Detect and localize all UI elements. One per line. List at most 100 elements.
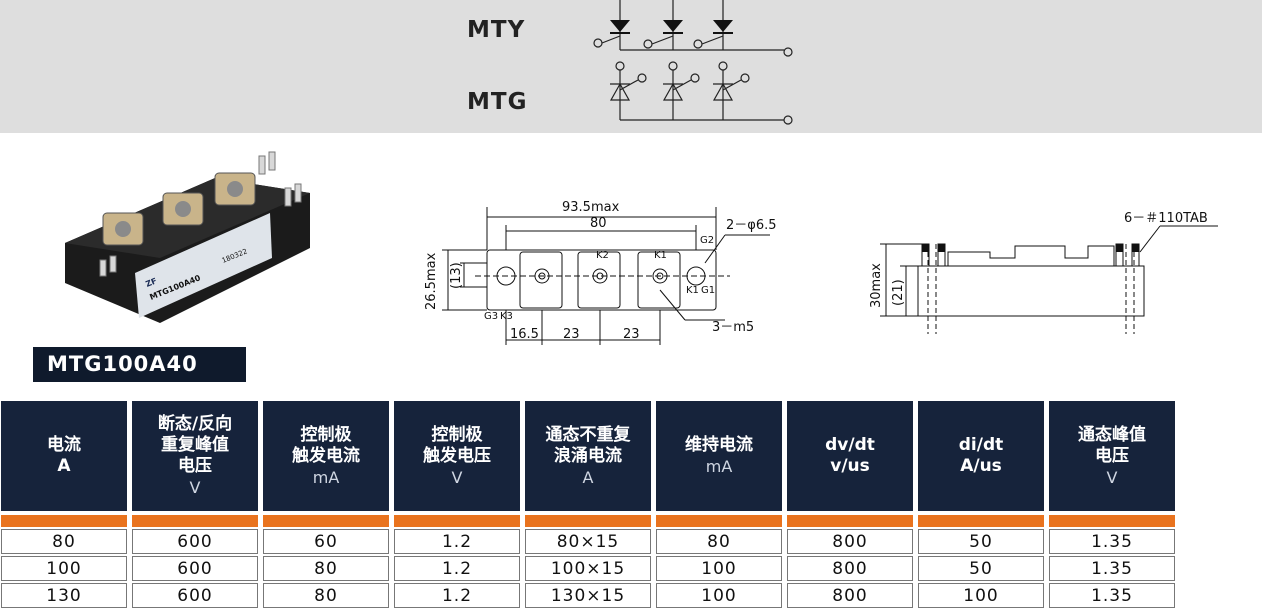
column-header-line: 浪涌电流: [554, 445, 622, 466]
table-cell: 100×15: [525, 556, 651, 581]
side-dimension-drawing: 6－＃110TAB 30max (21): [869, 211, 1218, 334]
column-unit: V: [1106, 467, 1118, 487]
table-cell: 80×15: [525, 529, 651, 554]
column-header-line: 通态不重复: [545, 424, 631, 445]
dim-height: 26.5max: [424, 252, 439, 310]
column-header-line: 电压: [178, 456, 212, 476]
column-header-line: 触发电压: [423, 445, 491, 466]
column-unit: A: [582, 467, 594, 487]
accent-bar: [132, 515, 258, 527]
dim-hole-note: 2－φ6.5: [726, 218, 777, 233]
dim-spacing-3: 23: [623, 327, 640, 342]
column-header-line: 重复峰值: [161, 435, 229, 455]
front-dimension-drawing: 93.5max 80 2－φ6.5 26.5max (13) 3－m5 16.5…: [424, 200, 777, 345]
table-cell: 600: [132, 556, 258, 581]
column-header-line: 维持电流: [685, 435, 753, 455]
column-header-line: dv/dt: [825, 435, 875, 455]
mtg-schematic: [609, 61, 793, 125]
mty-thyristors: [610, 20, 733, 34]
part-number-label: MTG100A40: [33, 347, 246, 382]
pin-label-k3: K3: [500, 311, 513, 322]
column-header-line: A: [57, 456, 71, 476]
table-cell: 130×15: [525, 583, 651, 608]
table-cell: 1.35: [1049, 583, 1175, 608]
dim-hole-pitch: 80: [590, 216, 607, 231]
column-header-line: 触发电流: [292, 445, 360, 466]
dim-spacing-2: 23: [563, 327, 580, 342]
column-unit: V: [451, 467, 463, 487]
table-cell: 1.35: [1049, 556, 1175, 581]
table-cell: 80: [656, 529, 782, 554]
table-cell: 600: [132, 529, 258, 554]
pin-label-k1-side: K1: [686, 285, 699, 296]
pin-label-g1: G1: [701, 285, 715, 296]
column-header-line: di/dt: [958, 435, 1004, 455]
accent-bar: [918, 515, 1044, 527]
column-header: 维持电流 mA: [656, 401, 782, 511]
series-label-mtg: MTG: [467, 89, 528, 115]
column-header-line: 断态/反向: [157, 414, 233, 434]
column-header-line: 控制极: [431, 424, 483, 445]
dim-side-inner-height: (21): [891, 279, 906, 306]
column-header-line: 电流: [47, 435, 81, 455]
pin-label-k2: K2: [596, 250, 609, 261]
dim-side-height: 30max: [869, 263, 884, 308]
mty-schematic: [593, 0, 793, 57]
column-header-line: A/us: [960, 456, 1002, 476]
pin-label-g3: G3: [484, 311, 498, 322]
table-cell: 1.2: [394, 556, 520, 581]
table-cell: 600: [132, 583, 258, 608]
accent-bar: [1, 515, 127, 527]
column-header-line: v/us: [830, 456, 870, 476]
column-header-line: 电压: [1095, 445, 1129, 466]
table-cell: 1.2: [394, 529, 520, 554]
accent-bar: [656, 515, 782, 527]
accent-bar: [787, 515, 913, 527]
column-unit: mA: [312, 467, 340, 487]
table-cell: 130: [1, 583, 127, 608]
table-cell: 800: [787, 529, 913, 554]
accent-bar: [525, 515, 651, 527]
top-band: [0, 0, 1262, 133]
dim-screw-note: 3－m5: [712, 320, 754, 335]
module-brand: ZF: [144, 276, 158, 289]
dim-tab-note: 6－＃110TAB: [1124, 211, 1208, 226]
dim-spacing-1: 16.5: [510, 327, 539, 342]
dim-inner-height: (13): [449, 262, 464, 289]
column-header-line: 控制极: [300, 424, 352, 445]
table-cell: 800: [787, 556, 913, 581]
column-header-line: 通态峰值: [1078, 424, 1146, 445]
accent-bar: [1049, 515, 1175, 527]
table-cell: 100: [1, 556, 127, 581]
table-cell: 50: [918, 529, 1044, 554]
table-cell: 80: [263, 583, 389, 608]
table-cell: 50: [918, 556, 1044, 581]
table-cell: 1.2: [394, 583, 520, 608]
table-cell: 100: [918, 583, 1044, 608]
table-cell: 800: [787, 583, 913, 608]
pin-label-k1: K1: [654, 250, 667, 261]
dim-overall-width: 93.5max: [562, 200, 620, 215]
accent-bar: [394, 515, 520, 527]
pin-label-g2: G2: [700, 235, 714, 246]
column-unit: mA: [705, 457, 733, 476]
circuit-schematic: [593, 0, 793, 125]
table-cell: 100: [656, 556, 782, 581]
table-cell: 1.35: [1049, 529, 1175, 554]
module-photo: ZF MTG100A40 180322: [65, 151, 310, 323]
table-cell: 100: [656, 583, 782, 608]
accent-bar-row: [1, 515, 1175, 527]
series-label-mty: MTY: [467, 17, 526, 43]
